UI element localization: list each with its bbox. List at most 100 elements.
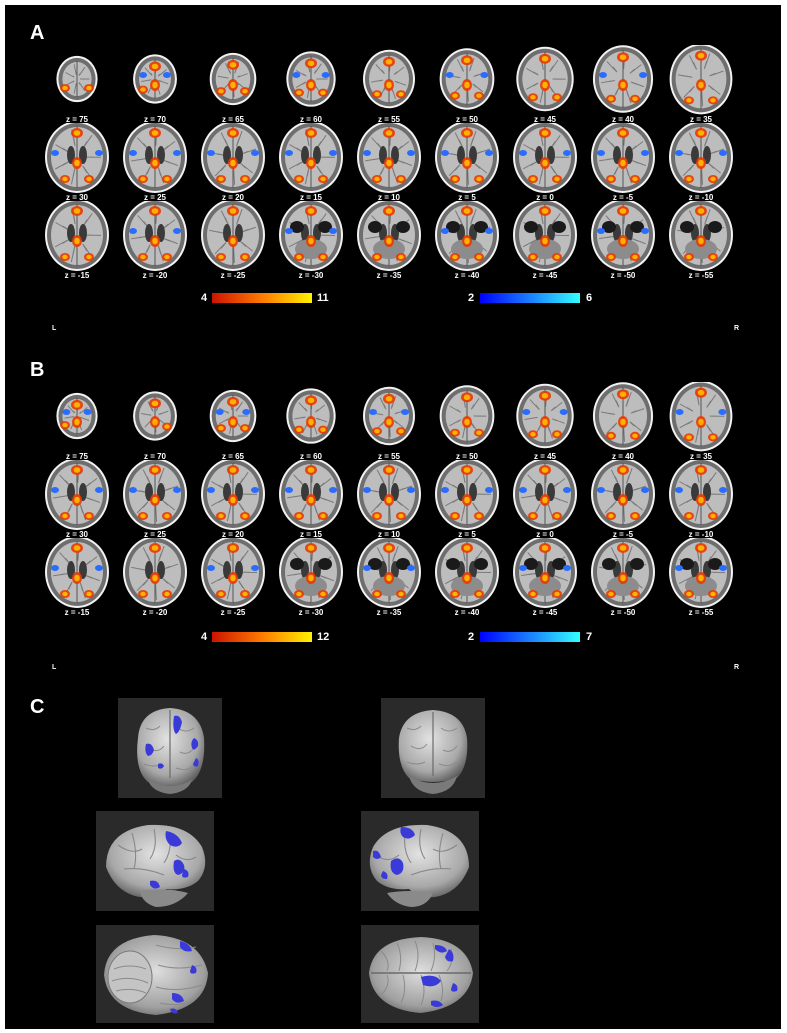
slice-z-label: z = 20 — [221, 530, 244, 539]
slice-z-label: z = 50 — [455, 452, 478, 461]
panel-b-cool-colorbar — [480, 632, 580, 642]
slice-z-label: z = 55 — [377, 452, 400, 461]
panel-b-letter: B — [30, 359, 45, 381]
axial-slice: z = 0 — [509, 123, 581, 207]
axial-slice: z = -35 — [353, 538, 425, 622]
slice-z-label: z = 50 — [455, 115, 478, 124]
slice-z-label: z = 20 — [221, 193, 244, 202]
slice-z-label: z = -55 — [688, 271, 714, 280]
panel-a-left-label: L — [52, 325, 57, 332]
axial-slice: z = -10 — [665, 123, 737, 207]
axial-slice: z = 70 — [119, 45, 191, 129]
slice-z-label: z = 25 — [143, 193, 166, 202]
slice-z-label: z = -30 — [298, 271, 324, 280]
slice-z-label: z = -5 — [612, 530, 634, 539]
axial-slice: z = 75 — [41, 382, 113, 466]
slice-z-label: z = 60 — [299, 115, 322, 124]
panel-a-warm-max: 11 — [317, 292, 329, 304]
panel-a-right-label: R — [734, 325, 740, 332]
panel-b-cool-max: 7 — [586, 631, 593, 643]
axial-slice: z = 45 — [509, 382, 581, 466]
slice-z-label: z = 30 — [65, 530, 88, 539]
brain-render-left-lateral — [96, 811, 214, 911]
slice-z-label: z = -35 — [376, 271, 402, 280]
axial-slice: z = 5 — [431, 123, 503, 207]
axial-slice: z = 15 — [275, 123, 347, 207]
slice-z-label: z = 10 — [377, 530, 400, 539]
axial-slice: z = 10 — [353, 460, 425, 544]
panel-c-letter: C — [30, 696, 45, 718]
axial-slice: z = 65 — [197, 45, 269, 129]
slice-z-label: z = -50 — [610, 271, 636, 280]
slice-z-label: z = 15 — [299, 193, 322, 202]
panel-a-warm-colorbar — [212, 293, 312, 303]
slice-z-label: z = -5 — [612, 193, 634, 202]
axial-slice: z = 35 — [665, 382, 737, 466]
slice-z-label: z = 5 — [458, 193, 476, 202]
axial-slice: z = -55 — [665, 538, 737, 622]
slice-z-label: z = -10 — [688, 530, 714, 539]
slice-z-label: z = -40 — [454, 271, 480, 280]
slice-z-label: z = -25 — [220, 608, 246, 617]
slice-z-label: z = -25 — [220, 271, 246, 280]
axial-slice: z = 0 — [509, 460, 581, 544]
axial-slice: z = -50 — [587, 201, 659, 285]
slice-z-label: z = 75 — [65, 452, 88, 461]
brain-render-inferior — [96, 925, 214, 1023]
axial-slice: z = -40 — [431, 201, 503, 285]
slice-z-label: z = -50 — [610, 608, 636, 617]
axial-slice: z = 55 — [353, 382, 425, 466]
axial-slice: z = -20 — [119, 538, 191, 622]
axial-slice: z = 20 — [197, 123, 269, 207]
slice-z-label: z = -55 — [688, 608, 714, 617]
axial-slice: z = 35 — [665, 45, 737, 129]
axial-slice: z = -20 — [119, 201, 191, 285]
axial-slice: z = 65 — [197, 382, 269, 466]
brain-render-posterior-right — [381, 698, 485, 798]
axial-slice: z = 5 — [431, 460, 503, 544]
axial-slice: z = 60 — [275, 45, 347, 129]
axial-slice: z = 10 — [353, 123, 425, 207]
slice-z-label: z = -45 — [532, 608, 558, 617]
slice-z-label: z = 10 — [377, 193, 400, 202]
axial-slice: z = 30 — [41, 123, 113, 207]
panel-b-warm-min: 4 — [201, 631, 208, 643]
axial-slice: z = -35 — [353, 201, 425, 285]
axial-slice: z = 60 — [275, 382, 347, 466]
brain-render-superior — [361, 925, 479, 1023]
slice-z-label: z = -20 — [142, 271, 168, 280]
slice-z-label: z = -35 — [376, 608, 402, 617]
slice-z-label: z = 35 — [689, 115, 712, 124]
panel-b-warm-colorbar — [212, 632, 312, 642]
slice-z-label: z = -15 — [64, 271, 90, 280]
slice-z-label: z = 45 — [533, 115, 556, 124]
slice-z-label: z = 25 — [143, 530, 166, 539]
panel-b-cool-min: 2 — [468, 631, 475, 643]
axial-slice: z = -55 — [665, 201, 737, 285]
slice-z-label: z = 35 — [689, 452, 712, 461]
slice-z-label: z = 60 — [299, 452, 322, 461]
axial-slice: z = 20 — [197, 460, 269, 544]
axial-slice: z = 15 — [275, 460, 347, 544]
axial-slice: z = -15 — [41, 538, 113, 622]
slice-z-label: z = -15 — [64, 608, 90, 617]
panel-b-warm-max: 12 — [317, 631, 330, 643]
slice-z-label: z = 5 — [458, 530, 476, 539]
axial-slice: z = -40 — [431, 538, 503, 622]
axial-slice: z = 45 — [509, 45, 581, 129]
slice-z-label: z = -30 — [298, 608, 324, 617]
slice-z-label: z = 0 — [536, 530, 554, 539]
panel-a-cool-colorbar — [480, 293, 580, 303]
axial-slice: z = -50 — [587, 538, 659, 622]
panel-b-right-label: R — [734, 664, 740, 671]
brain-render-right-lateral — [361, 811, 479, 911]
slice-z-label: z = 40 — [611, 115, 634, 124]
slice-z-label: z = 65 — [221, 115, 244, 124]
axial-slice: z = -25 — [197, 201, 269, 285]
slice-z-label: z = -10 — [688, 193, 714, 202]
slice-z-label: z = 65 — [221, 452, 244, 461]
axial-slice: z = -25 — [197, 538, 269, 622]
slice-z-label: z = -20 — [142, 608, 168, 617]
